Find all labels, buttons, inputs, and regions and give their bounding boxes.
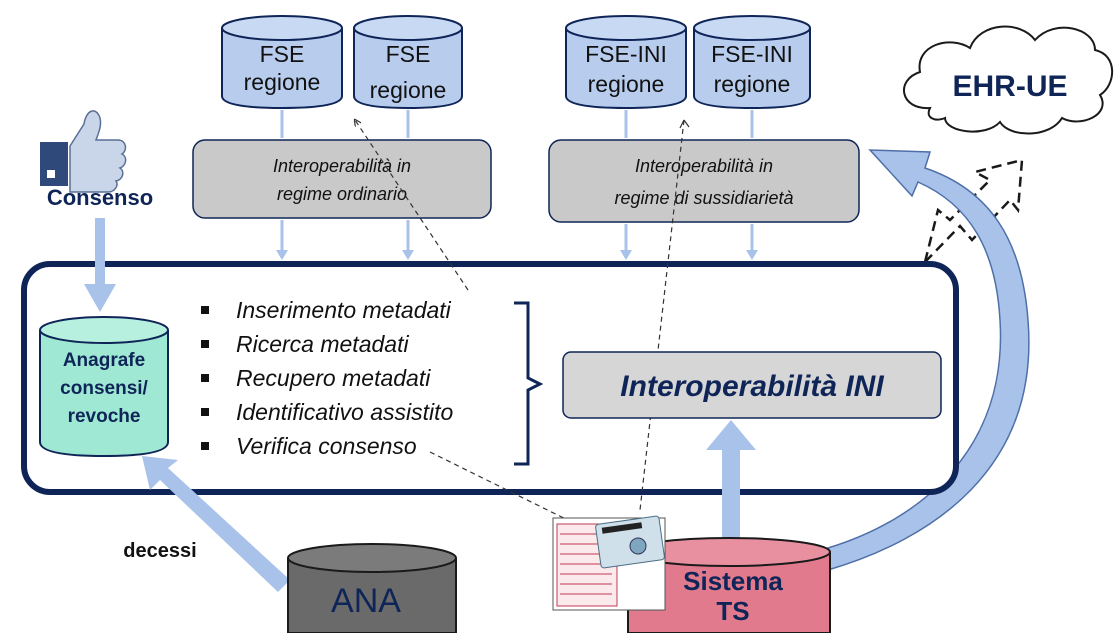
anagrafe-line1: Anagrafe <box>63 350 145 371</box>
bullet-2 <box>201 340 209 348</box>
fse-ini-cylinder-1: FSE-INI regione <box>565 15 687 110</box>
fse-cylinder-1-line1: FSE <box>260 41 305 67</box>
fse-cylinder-2-line2: regione <box>370 77 447 103</box>
sistema-to-ehr-arrow <box>827 149 1030 572</box>
function-item-1: Inserimento metadati <box>236 297 452 323</box>
ana-label: ANA <box>331 582 401 620</box>
decessi-arrow <box>142 456 290 592</box>
box-regime-sussidiarieta: Interoperabilità in regime di sussidiari… <box>548 139 860 223</box>
bullet-5 <box>201 442 209 450</box>
bullet-1 <box>201 306 209 314</box>
function-item-2: Ricerca metadati <box>236 331 409 357</box>
sistema-ts-cylinder: Sistema TS <box>627 537 831 633</box>
fse-ini-cylinder-2: FSE-INI regione <box>693 15 811 110</box>
ehr-ue-cloud: EHR-UE <box>903 25 1114 135</box>
box-ordinario-line2: regime ordinario <box>277 184 407 204</box>
bullet-4 <box>201 408 209 416</box>
decessi-label: decessi <box>123 540 196 562</box>
fse-ini-cylinder-2-line1: FSE-INI <box>711 41 793 67</box>
consenso-arrow <box>84 218 116 312</box>
function-brace <box>514 301 544 466</box>
fse-cylinder-2-line1: FSE <box>386 41 431 67</box>
bullet-3 <box>201 374 209 382</box>
box-sussidiarieta-line1: Interoperabilità in <box>635 156 773 176</box>
box-ordinario-line1: Interoperabilità in <box>273 156 411 176</box>
fse-ini-cylinder-1-line2: regione <box>588 71 665 97</box>
ana-cylinder: ANA <box>287 543 457 633</box>
consenso-label: Consenso <box>47 185 153 210</box>
anagrafe-consensi-cylinder: Anagrafe consensi/ revoche <box>39 316 169 458</box>
dashed-connector-lines <box>355 120 685 533</box>
anagrafe-line3: revoche <box>68 406 141 427</box>
health-card-image <box>552 515 666 611</box>
box-regime-ordinario: Interoperabilità in regime ordinario <box>192 139 492 219</box>
function-item-3: Recupero metadati <box>236 365 431 391</box>
function-item-5: Verifica consenso <box>236 433 417 459</box>
fse-cylinder-1: FSE regione <box>221 15 343 110</box>
function-item-4: Identificativo assistito <box>236 399 454 425</box>
sistema-ts-line2: TS <box>716 596 749 626</box>
cylinder-to-box-arrows <box>280 110 754 138</box>
box-sussidiarieta-line2: regime di sussidiarietà <box>614 188 793 208</box>
ehr-ue-label: EHR-UE <box>952 70 1067 103</box>
fse-ini-cylinder-1-line1: FSE-INI <box>585 41 667 67</box>
dashed-arrowhead-sussidiarieta <box>679 119 690 129</box>
box-to-frame-arrows <box>276 220 758 260</box>
function-list: Inserimento metadati Ricerca metadati Re… <box>201 297 454 459</box>
fse-cylinder-2: FSE regione <box>353 15 463 110</box>
fse-ini-cylinder-2-line2: regione <box>714 71 791 97</box>
sistema-ts-line1: Sistema <box>683 566 783 596</box>
thumbs-up-icon <box>40 110 127 193</box>
sistema-to-ini-arrow <box>706 420 756 554</box>
interoperabilita-ini-box: Interoperabilità INI <box>562 351 942 419</box>
anagrafe-line2: consensi/ <box>60 378 148 399</box>
ini-label: Interoperabilità INI <box>620 370 884 403</box>
fse-cylinder-1-line2: regione <box>244 69 321 95</box>
